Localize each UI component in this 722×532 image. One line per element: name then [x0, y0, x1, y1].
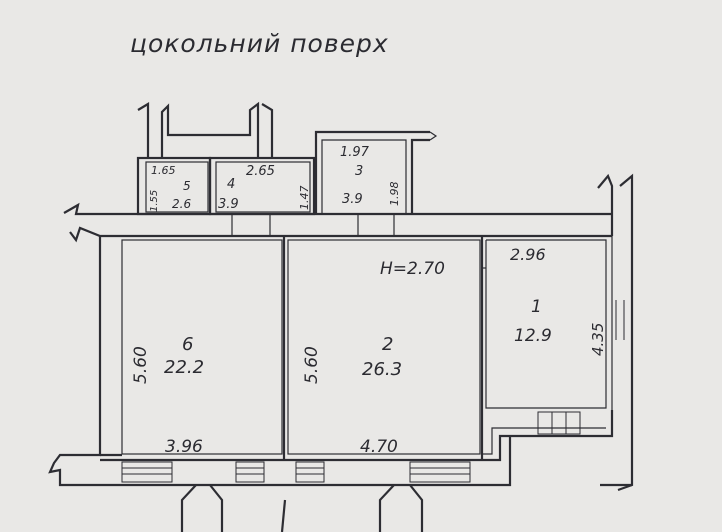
room-2-length: 5.60	[302, 346, 322, 384]
room-4-area: 3.9	[218, 197, 239, 212]
room-5-width: 1.65	[151, 164, 176, 177]
room-3-width: 1.97	[340, 145, 370, 160]
room-1-area: 12.9	[514, 326, 552, 346]
window-room6-right	[235, 461, 265, 483]
window-room2-right	[409, 461, 471, 483]
room-1-length: 4.35	[589, 323, 607, 356]
room-4-length: 1.47	[298, 186, 311, 211]
room-2-area: 26.3	[362, 359, 402, 380]
room-3-number: 3	[355, 164, 363, 179]
room-3-area: 3.9	[342, 192, 363, 207]
window-room2-left	[295, 461, 325, 483]
window-room1-side	[615, 300, 625, 340]
room-2-number: 2	[382, 334, 393, 355]
window-room1	[537, 411, 581, 435]
room-1-width: 2.96	[510, 245, 546, 264]
room-6-length: 5.60	[131, 346, 151, 384]
room-2-width: 4.70	[360, 437, 398, 457]
windows	[121, 300, 625, 483]
window-room6-left	[121, 461, 173, 483]
room-4-number: 4	[227, 177, 235, 192]
plan-title: цокольний поверх	[130, 29, 389, 58]
room-6-width: 3.96	[165, 437, 203, 457]
room-5-area: 2.6	[172, 197, 191, 211]
room-1-number: 1	[531, 297, 542, 317]
walls	[48, 101, 634, 532]
room-6-area: 22.2	[164, 357, 204, 378]
room-3-length: 1.98	[388, 182, 401, 207]
room-5-number: 5	[183, 179, 191, 193]
room-4-width: 2.65	[246, 164, 275, 179]
room-labels: 1.65 1.55 5 2.6 2.65 4 3.9 1.47 1.97 3 3…	[131, 145, 607, 457]
height-note: Н=2.70	[380, 259, 445, 279]
room-5-length: 1.55	[149, 190, 160, 212]
room-6-number: 6	[182, 334, 193, 355]
